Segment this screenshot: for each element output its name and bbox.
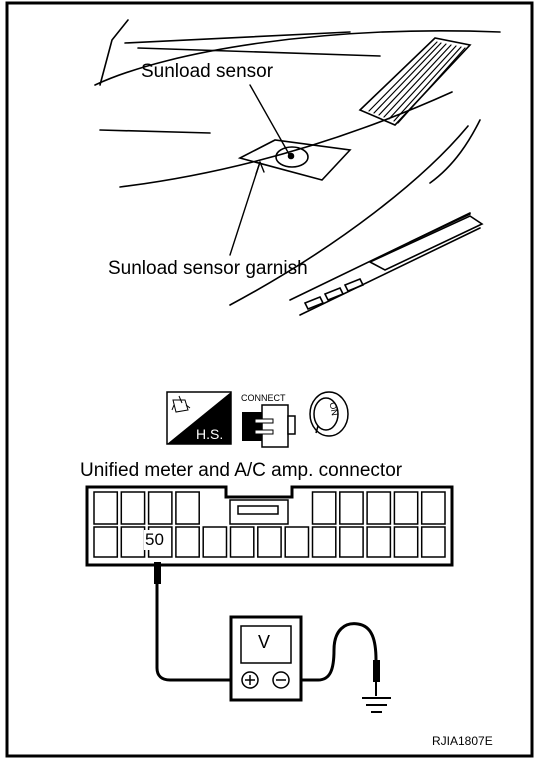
- connector-cavity: [175, 526, 200, 558]
- connector-cells: [93, 491, 446, 558]
- harness-side-text: H.S.: [196, 426, 224, 442]
- sensor-leader-line: [249, 84, 290, 155]
- terminal-number-label: 50: [144, 530, 165, 550]
- connector-cavity: [393, 526, 419, 558]
- sunload-sensor-shape: [275, 146, 309, 168]
- dashboard-sketch: [94, 19, 501, 316]
- connector-cavity: [311, 491, 337, 525]
- ignition-key-on-icon: [309, 391, 349, 437]
- connector-body: [85, 485, 454, 567]
- probe-wiring: [154, 562, 391, 713]
- voltmeter: [229, 615, 303, 702]
- connector-cavity: [120, 491, 146, 525]
- connector-cavity: [311, 526, 337, 558]
- positive-lead: [155, 584, 232, 682]
- connector-cavity: [420, 491, 446, 525]
- voltmeter-display-text: V: [258, 632, 271, 652]
- sunload-sensor-label: Sunload sensor: [141, 61, 274, 82]
- garnish-leader-line: [229, 161, 261, 256]
- connector-cavity: [284, 526, 310, 558]
- connector-cavity: [229, 526, 255, 558]
- connector-cavity: [202, 526, 228, 558]
- connector-cavity: [393, 491, 419, 525]
- connector-cavity: [366, 526, 392, 558]
- ground-symbol: [362, 697, 391, 713]
- connector-cavity: [120, 526, 146, 558]
- connector-cavity: [339, 491, 364, 525]
- connector-center-key: [229, 499, 289, 525]
- negative-probe: [373, 660, 380, 682]
- connector-lock-slot: [237, 505, 279, 515]
- positive-probe: [154, 562, 161, 584]
- outer-frame: [5, 1, 534, 758]
- connector-cavity: [93, 526, 119, 558]
- ignition-on-text: ON: [327, 401, 340, 417]
- voltmeter-display: [240, 625, 292, 664]
- connector-cavity: [175, 491, 200, 525]
- connector-cavity: [366, 491, 392, 525]
- connector-label: Unified meter and A/C amp. connector: [80, 460, 403, 481]
- connector-cavity: [147, 491, 173, 525]
- connector-cavity: [420, 526, 446, 558]
- connector-cavity: [339, 526, 364, 558]
- vent-slats: [368, 41, 466, 124]
- connector-cavity: [257, 526, 282, 558]
- negative-lead: [300, 622, 378, 682]
- sunload-sensor-garnish-label: Sunload sensor garnish: [108, 258, 308, 279]
- connector-connect-icon: [242, 404, 296, 448]
- figure-code: RJIA1807E: [432, 734, 493, 748]
- connector-cavity: [93, 491, 119, 525]
- connect-text: CONNECT: [241, 393, 286, 403]
- harness-side-icon: [166, 391, 232, 445]
